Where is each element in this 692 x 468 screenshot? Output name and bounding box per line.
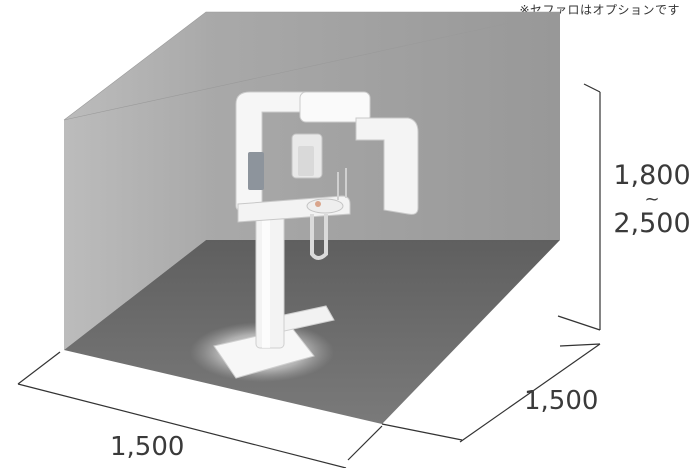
height-dimension-line (557, 83, 601, 331)
depth-dimension-line (381, 343, 601, 443)
height-min-value: 1,800 (613, 160, 691, 191)
front-top-edge (63, 11, 561, 121)
height-range-separator: ~ (644, 189, 660, 210)
xray-unit-icon (213, 91, 419, 379)
height-dimension-label: 1,800 ~ 2,500 (612, 160, 692, 240)
depth-dimension-label: 1,500 (524, 386, 599, 416)
width-dimension-label: 1,500 (110, 432, 185, 462)
left-wall (64, 12, 206, 350)
height-max-value: 2,500 (613, 208, 691, 239)
width-dimension-line (17, 351, 383, 468)
